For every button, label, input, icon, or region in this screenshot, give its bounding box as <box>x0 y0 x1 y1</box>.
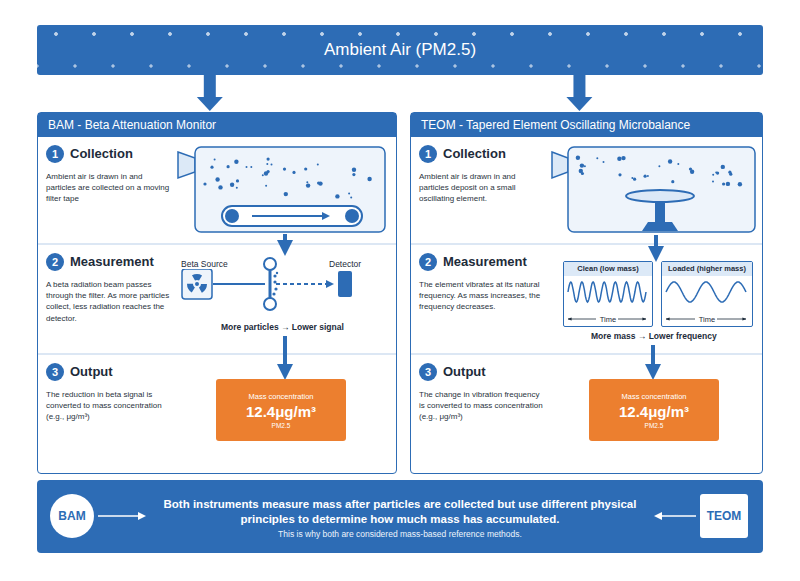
instrument-panel: BAM - Beta Attenuation MonitorCollection… <box>37 112 397 474</box>
step-heading: Output <box>443 363 543 381</box>
step-description: The change in vibration frequency is con… <box>419 389 543 423</box>
row-dividers <box>38 244 762 354</box>
panel-title: TEOM - Tapered Element Oscillating Micro… <box>411 113 762 137</box>
step-box: CollectionAmbient air is drawn in and pa… <box>46 145 170 245</box>
step-box: CollectionAmbient air is drawn in and pa… <box>419 145 543 245</box>
step-box: OutputThe change in vibration frequency … <box>419 363 543 463</box>
output-value: 12.4μg/m³ <box>619 403 689 420</box>
waveform-title: Loaded (higher mass) <box>662 262 752 276</box>
callout-number: 2 <box>46 253 64 271</box>
step-description: A beta radiation beam passes through the… <box>46 279 170 324</box>
step-number: 1 <box>46 145 64 163</box>
flow-arrow <box>283 336 287 372</box>
callout-number: 2 <box>419 253 437 271</box>
part-label: Detector <box>328 259 362 269</box>
panel-title: BAM - Beta Attenuation Monitor <box>38 113 396 137</box>
flow-arrow <box>654 235 658 254</box>
step-number: 1 <box>419 145 437 163</box>
step-description: Ambient air is drawn in and particles de… <box>419 171 543 205</box>
summary-text: Both instruments measure mass after part… <box>150 490 650 546</box>
step-number: 3 <box>419 363 437 381</box>
waveform-title: Clean (low mass) <box>564 262 652 276</box>
output-box: Mass concentration 12.4μg/m³ PM2.5 <box>589 379 719 441</box>
instrument-panel: TEOM - Tapered Element Oscillating Micro… <box>410 112 763 474</box>
waveform-box: Loaded (higher mass) Time <box>661 261 753 327</box>
output-value: 12.4μg/m³ <box>246 403 316 420</box>
output-unit: PM2.5 <box>645 422 664 429</box>
summary-band <box>37 480 763 553</box>
summary-note: This is why both are considered mass-bas… <box>150 529 650 539</box>
flow-arrow <box>654 512 696 520</box>
time-axis <box>568 319 746 320</box>
title: Ambient Air (PM2.5) <box>37 25 763 75</box>
callout-number: 1 <box>419 145 437 163</box>
waveform-box: Clean (low mass) Time <box>563 261 653 327</box>
part-label: Beta Source <box>180 259 229 269</box>
step-heading: Measurement <box>443 253 543 271</box>
step-description: The element vibrates at its natural freq… <box>419 279 543 313</box>
output-box: Mass concentration 12.4μg/m³ PM2.5 <box>216 379 346 441</box>
step-box: Measurement A beta radiation beam passes … <box>46 253 170 353</box>
step-heading: Measurement <box>70 253 170 271</box>
step-number: 3 <box>46 363 64 381</box>
step-description: The reduction in beta signal is converte… <box>46 389 170 423</box>
title-banner: Ambient Air (PM2.5) <box>37 25 763 75</box>
flow-arrow <box>283 234 287 248</box>
callout-number: 3 <box>46 363 64 381</box>
instrument-badge: BAM <box>50 494 94 538</box>
step-heading: Output <box>70 363 170 381</box>
flow-arrow <box>566 75 592 111</box>
step-heading: Collection <box>70 145 170 163</box>
step-description: Ambient air is drawn in and particles ar… <box>46 171 170 205</box>
step-heading: Collection <box>443 145 543 163</box>
flow-arrow <box>651 345 655 372</box>
flow-arrow <box>98 512 146 520</box>
flow-arrow <box>197 75 223 111</box>
badge-text: BAM <box>58 509 85 523</box>
output-unit: PM2.5 <box>272 422 291 429</box>
relation-note: More particles → Lower signal <box>220 322 345 332</box>
summary-main: Both instruments measure mass after part… <box>150 497 650 527</box>
axis-label: Time <box>564 315 652 324</box>
step-number: 2 <box>46 253 64 271</box>
callout-number: 1 <box>46 145 64 163</box>
teom-chamber <box>552 147 755 232</box>
step-box: OutputThe reduction in beta signal is co… <box>46 363 170 463</box>
waveform <box>666 282 746 302</box>
callout-number: 3 <box>419 363 437 381</box>
bam-chamber <box>178 147 385 232</box>
axis-label: Time <box>662 315 752 324</box>
step-number: 2 <box>419 253 437 271</box>
output-label: Mass concentration <box>621 392 686 401</box>
waveform <box>568 282 646 302</box>
step-box: MeasurementThe element vibrates at its n… <box>419 253 543 353</box>
relation-note: More mass → Lower frequency <box>590 331 718 341</box>
instrument-badge: TEOM <box>700 494 748 538</box>
badge-text: TEOM <box>707 509 742 523</box>
output-label: Mass concentration <box>248 392 313 401</box>
